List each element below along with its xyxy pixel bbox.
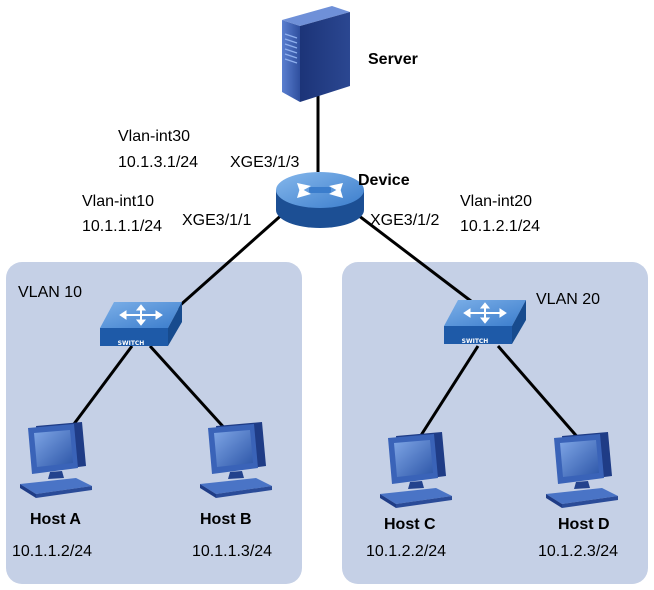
server-label: Server — [368, 51, 418, 68]
links — [66, 84, 582, 441]
host-b-ip: 10.1.1.3/24 — [192, 543, 272, 560]
vlan-20-label: VLAN 20 — [536, 291, 600, 308]
router-icon — [276, 172, 364, 228]
vlan-int20-ip: 10.1.2.1/24 — [460, 218, 540, 235]
desktop-computer-icon — [20, 422, 92, 498]
port-xge312: XGE3/1/2 — [370, 212, 439, 229]
server-tower-icon — [282, 6, 350, 102]
link-switch-host-a — [66, 345, 134, 433]
switch-vlan10-label: SWITCH — [118, 340, 145, 347]
link-switch-host-d — [496, 345, 582, 441]
host-d-ip: 10.1.2.3/24 — [538, 543, 618, 560]
host-a-ip: 10.1.1.2/24 — [12, 543, 92, 560]
host-b-name: Host B — [200, 511, 252, 528]
vlan-10-area — [6, 262, 302, 584]
vlan-int30-label: Vlan-int30 — [118, 128, 190, 145]
device-label: Device — [358, 172, 410, 189]
host-a-name: Host A — [30, 511, 81, 528]
host-c-ip: 10.1.2.2/24 — [366, 543, 446, 560]
vlan-int10-label: Vlan-int10 — [82, 193, 154, 210]
vlan-10-label: VLAN 10 — [18, 284, 82, 301]
desktop-computer-icon — [200, 422, 272, 498]
desktop-computer-icon — [546, 432, 618, 508]
link-switch-host-c — [416, 345, 480, 441]
host-d-name: Host D — [558, 516, 610, 533]
port-xge311: XGE3/1/1 — [182, 212, 251, 229]
vlan-int30-ip: 10.1.3.1/24 — [118, 154, 198, 171]
link-switch-host-b — [148, 344, 230, 434]
switch-vlan20-label: SWITCH — [462, 338, 489, 345]
link-device-switch-vlan20 — [345, 204, 489, 316]
vlan-int10-ip: 10.1.1.1/24 — [82, 218, 162, 235]
port-xge313: XGE3/1/3 — [230, 154, 299, 171]
vlan-int20-label: Vlan-int20 — [460, 193, 532, 210]
link-device-switch-vlan10 — [167, 202, 295, 318]
desktop-computer-icon — [380, 432, 452, 508]
host-c-name: Host C — [384, 516, 436, 533]
